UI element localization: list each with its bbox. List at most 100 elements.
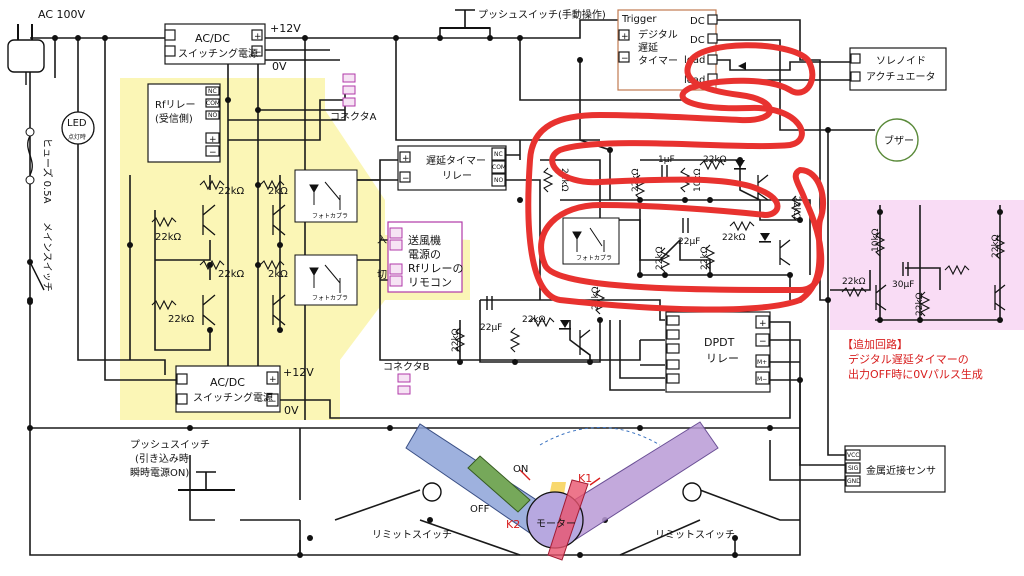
delay-timer-relay bbox=[397, 145, 507, 191]
remote-line1: 送風機 bbox=[408, 233, 441, 247]
c-label-4: 30μF bbox=[892, 280, 914, 290]
r-label-11: 22kΩ bbox=[791, 196, 801, 220]
photocoupler-label-1: フォトカプラ bbox=[312, 213, 348, 220]
delay-title: 遅延タイマー bbox=[426, 155, 486, 167]
limit-right-label: リミットスイッチ bbox=[655, 529, 735, 541]
trigger-line3: タイマー bbox=[638, 55, 678, 67]
pink-extra-circuit-region bbox=[830, 200, 1024, 330]
sensor-sig-pin: SIG bbox=[848, 465, 859, 472]
r-label-12: 22kΩ bbox=[655, 246, 665, 270]
r-label-19: 10kΩ bbox=[871, 228, 881, 252]
led-label: LED bbox=[67, 118, 87, 129]
acdc2-minus-pin: − bbox=[269, 397, 277, 407]
trigger-dc-minus: DC bbox=[690, 35, 705, 46]
acdc1-subtitle: スイッチング電源 bbox=[178, 47, 258, 60]
off-label: OFF bbox=[470, 504, 490, 515]
acdc1-title: AC/DC bbox=[195, 32, 230, 45]
solenoid-line1: ソレノイド bbox=[876, 56, 926, 67]
r-label-13: 22kΩ bbox=[700, 246, 710, 270]
connector-a bbox=[342, 73, 356, 107]
photocoupler-icon bbox=[294, 169, 620, 306]
c-label-2: 22μF bbox=[678, 237, 700, 247]
acdc2-subtitle: スイッチング電源 bbox=[193, 391, 273, 404]
sensor-label: 金属近接センサ bbox=[866, 464, 936, 477]
r-label-3: 22kΩ bbox=[155, 232, 182, 243]
main-switch-label: メインスイッチ bbox=[41, 222, 53, 292]
push-pull-line2: (引き込み時 bbox=[135, 453, 189, 465]
junction-dots bbox=[27, 35, 1003, 558]
photocoupler-label-3: フォトカプラ bbox=[576, 255, 612, 262]
motor-label: モーター bbox=[536, 518, 576, 530]
r-label-2: 2kΩ bbox=[268, 186, 288, 197]
r-label-21: 22kΩ bbox=[991, 234, 1001, 258]
trigger-minus-pin: − bbox=[621, 54, 629, 64]
dpdt-mminus-pin: M− bbox=[757, 376, 767, 383]
rf-subtitle: (受信側) bbox=[155, 112, 193, 125]
connector-b-label: コネクタB bbox=[383, 361, 430, 373]
remote-line3: Rfリレーの bbox=[408, 262, 464, 275]
solenoid-line2: アクチュエータ bbox=[866, 71, 936, 83]
r-label-10: 22kΩ bbox=[703, 155, 727, 165]
r-label-15: 22kΩ bbox=[451, 328, 461, 352]
acdc2-plus-pin: + bbox=[269, 375, 277, 385]
r-label-4: 22kΩ bbox=[218, 269, 245, 280]
on-label: ON bbox=[513, 464, 528, 475]
trigger-line1: デジタル bbox=[638, 28, 678, 41]
fuse-label: ヒューズ 0.5A bbox=[41, 138, 54, 204]
trigger-plus-pin: + bbox=[621, 32, 629, 42]
plug-icon bbox=[7, 24, 45, 85]
r-label-1: 22kΩ bbox=[218, 186, 245, 197]
acdc2-title: AC/DC bbox=[210, 376, 245, 389]
delay-com-pin: COM bbox=[492, 164, 506, 171]
delay-minus-pin: − bbox=[402, 174, 410, 184]
acdc2-plus-label: +12V bbox=[283, 366, 314, 379]
dpdt-plus-pin: + bbox=[759, 319, 767, 329]
diodes bbox=[559, 62, 771, 330]
switch-icon bbox=[27, 259, 45, 305]
capacitors bbox=[486, 165, 909, 310]
delay-no-pin: NO bbox=[494, 177, 503, 184]
extra-circuit-title: 【追加回路】 bbox=[842, 337, 908, 351]
r-label-16: 22kΩ bbox=[522, 315, 546, 325]
buzzer bbox=[875, 118, 919, 162]
red-highlight-loop bbox=[525, 42, 827, 313]
trigger-dc-plus: DC bbox=[690, 16, 705, 27]
dpdt-subtitle: リレー bbox=[706, 352, 739, 365]
acdc1-plus-label: +12V bbox=[270, 22, 301, 35]
connector-a-label: コネクタA bbox=[330, 111, 377, 123]
connector-b bbox=[397, 373, 411, 395]
limit-switches bbox=[307, 482, 738, 541]
push-pull-line1: プッシュスイッチ bbox=[130, 439, 210, 451]
r-label-14: 22kΩ bbox=[722, 233, 746, 243]
r-label-5: 2kΩ bbox=[268, 269, 288, 280]
acdc-supply-1 bbox=[164, 23, 266, 65]
extra-circuit-line1: デジタル遅延タイマーの bbox=[848, 352, 969, 366]
acdc2-zero-label: 0V bbox=[284, 404, 299, 417]
led-icon bbox=[61, 111, 95, 145]
c-label-1: 1μF bbox=[658, 155, 675, 165]
dpdt-minus-pin: − bbox=[759, 337, 767, 347]
r-label-20: 22kΩ bbox=[915, 292, 925, 316]
trigger-timer-box bbox=[617, 9, 717, 91]
trigger-title: Trigger bbox=[621, 14, 657, 25]
led-sub-label: 点灯時 bbox=[68, 133, 86, 141]
k1-label: K1 bbox=[578, 472, 592, 485]
r-label-17: 22kΩ bbox=[591, 286, 601, 310]
rf-minus-pin: − bbox=[209, 148, 217, 158]
limit-left-label: リミットスイッチ bbox=[372, 529, 452, 541]
delay-subtitle: リレー bbox=[442, 171, 472, 182]
transistor-icon bbox=[202, 174, 1006, 356]
rf-nc-pin: NC bbox=[208, 88, 217, 95]
acdc1-minus-pin: − bbox=[254, 48, 262, 58]
buzzer-label: ブザー bbox=[884, 134, 914, 147]
r-label-7: 22kΩ bbox=[559, 168, 569, 192]
extra-circuit-line2: 出力OFF時に0Vパルス生成 bbox=[848, 367, 983, 381]
rf-plus-pin: + bbox=[209, 135, 217, 145]
trigger-load1: load bbox=[684, 55, 705, 66]
remote-line2: 電源の bbox=[408, 247, 441, 261]
remote-off-label: 切 bbox=[377, 269, 387, 281]
delay-nc-pin: NC bbox=[494, 151, 503, 158]
push-switch-pull bbox=[178, 471, 235, 491]
